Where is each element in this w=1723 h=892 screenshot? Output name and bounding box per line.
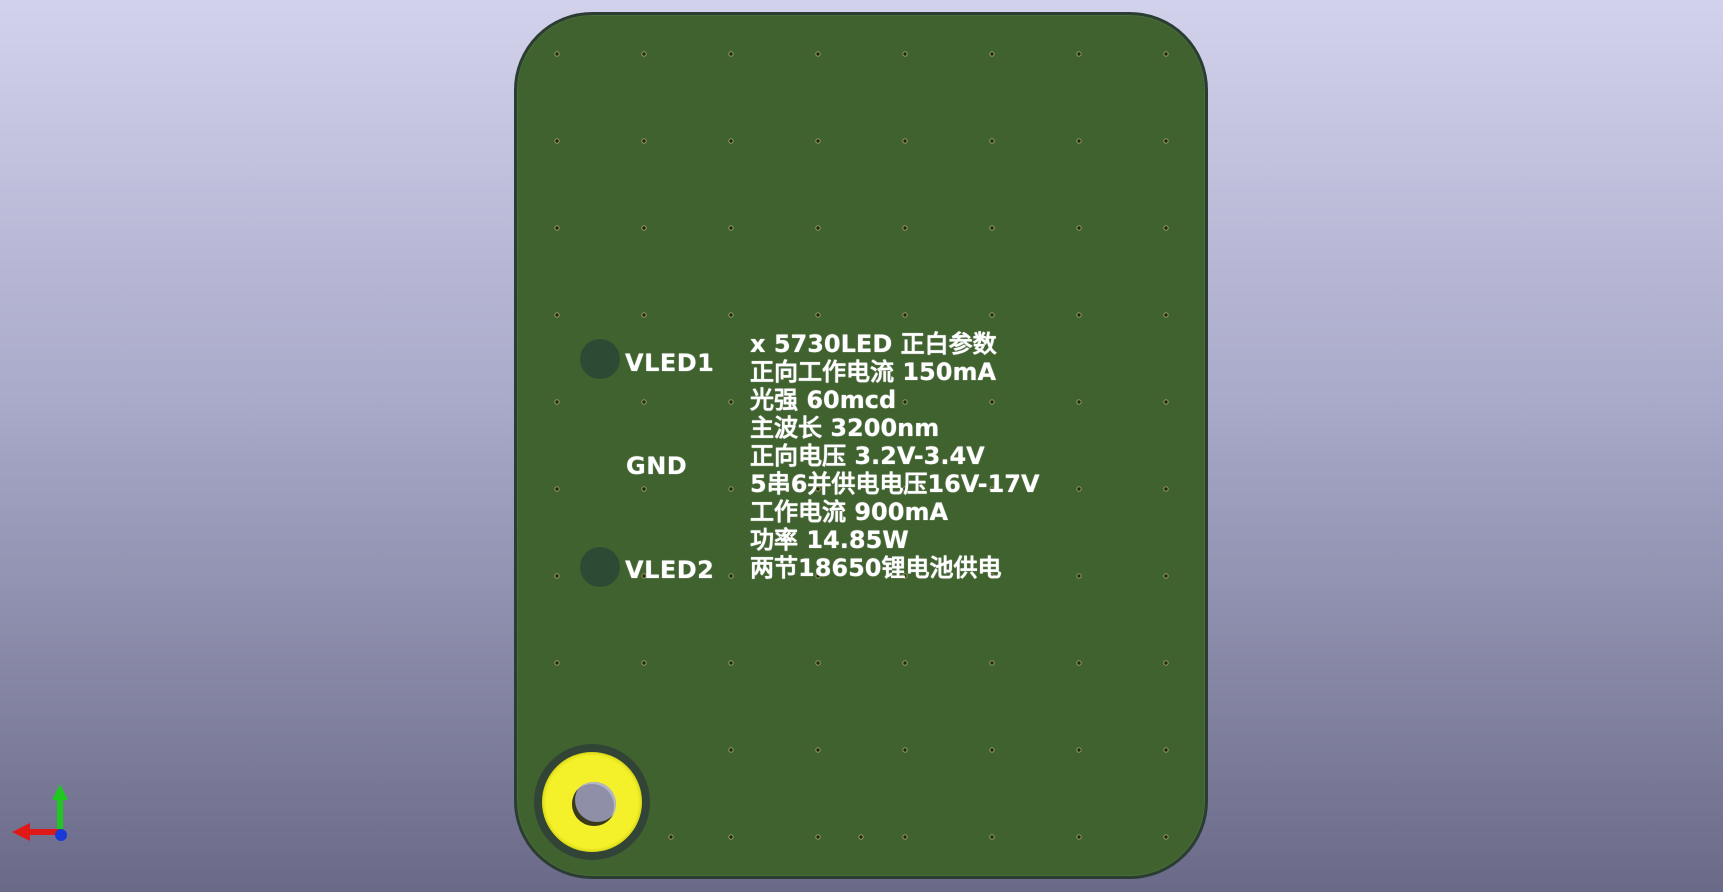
pad-vled2[interactable] (580, 547, 620, 587)
pad-label-gnd: GND (626, 452, 688, 480)
spec-line: 功率 14.85W (750, 526, 909, 554)
pad-label-vled2: VLED2 (625, 556, 715, 584)
spec-line: 工作电流 900mA (750, 498, 949, 526)
xyz-axis-icon (12, 784, 68, 841)
spec-line: 正向电压 3.2V-3.4V (750, 442, 985, 470)
x-axis-arrow-icon (12, 823, 30, 841)
spec-line: 光强 60mcd (750, 386, 897, 414)
spec-line: 主波长 3200nm (750, 414, 940, 442)
y-axis-icon (57, 798, 63, 834)
y-axis-arrow-icon (52, 784, 68, 800)
spec-line: 正向工作电流 150mA (750, 358, 997, 386)
pad-label-vled1: VLED1 (625, 349, 715, 377)
mounting-hole[interactable] (534, 744, 650, 860)
mounting-hole-drill (572, 782, 616, 826)
spec-line: 5串6并供电电压16V-17V (750, 470, 1040, 498)
pcb-board[interactable] (514, 12, 1208, 879)
spec-line: 两节18650锂电池供电 (750, 554, 1002, 582)
mounting-hole-ring (542, 752, 642, 852)
pad-vled1[interactable] (580, 339, 620, 379)
z-axis-icon (55, 829, 67, 841)
silkscreen-spec-block: x 5730LED 正白参数 正向工作电流 150mA 光强 60mcd 主波长… (750, 330, 1040, 582)
spec-line: x 5730LED 正白参数 (750, 330, 997, 358)
x-axis-icon (28, 829, 62, 835)
